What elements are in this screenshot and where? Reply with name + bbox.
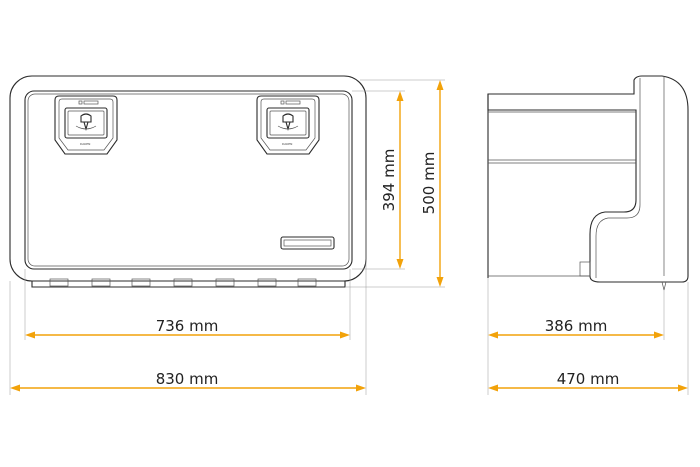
dimension-label: 500 mm: [420, 152, 438, 215]
bottom-rail: [31, 278, 346, 288]
lock-label: DAKEN: [80, 142, 90, 146]
lock-label: DAKEN: [282, 142, 292, 146]
label-plate: [280, 236, 335, 250]
dimension-label: 470 mm: [557, 370, 620, 388]
lock-left: DAKEN: [54, 95, 118, 155]
front-outer-shell: [9, 75, 367, 282]
dimension-inner-height: 394 mm: [380, 91, 404, 269]
side-profile: [487, 75, 689, 283]
front-view: DAKEN DAKEN: [9, 75, 367, 288]
lock-right: DAKEN: [256, 95, 320, 155]
dimension-label: 736 mm: [156, 317, 219, 335]
dimension-label: 394 mm: [380, 149, 398, 212]
dimension-outer-width: 830 mm: [10, 370, 366, 392]
front-door-panel: [24, 90, 353, 270]
dimension-outer-height: 500 mm: [420, 80, 444, 287]
dimension-outer-depth: 470 mm: [488, 370, 688, 392]
dimension-label: 830 mm: [156, 370, 219, 388]
dimension-label: 386 mm: [545, 317, 608, 335]
front-extension-lines: [9, 79, 445, 395]
dimension-inner-depth: 386 mm: [488, 317, 664, 339]
side-view: [487, 75, 689, 291]
dimension-inner-width: 736 mm: [25, 317, 350, 339]
side-extension-lines: [487, 278, 689, 395]
